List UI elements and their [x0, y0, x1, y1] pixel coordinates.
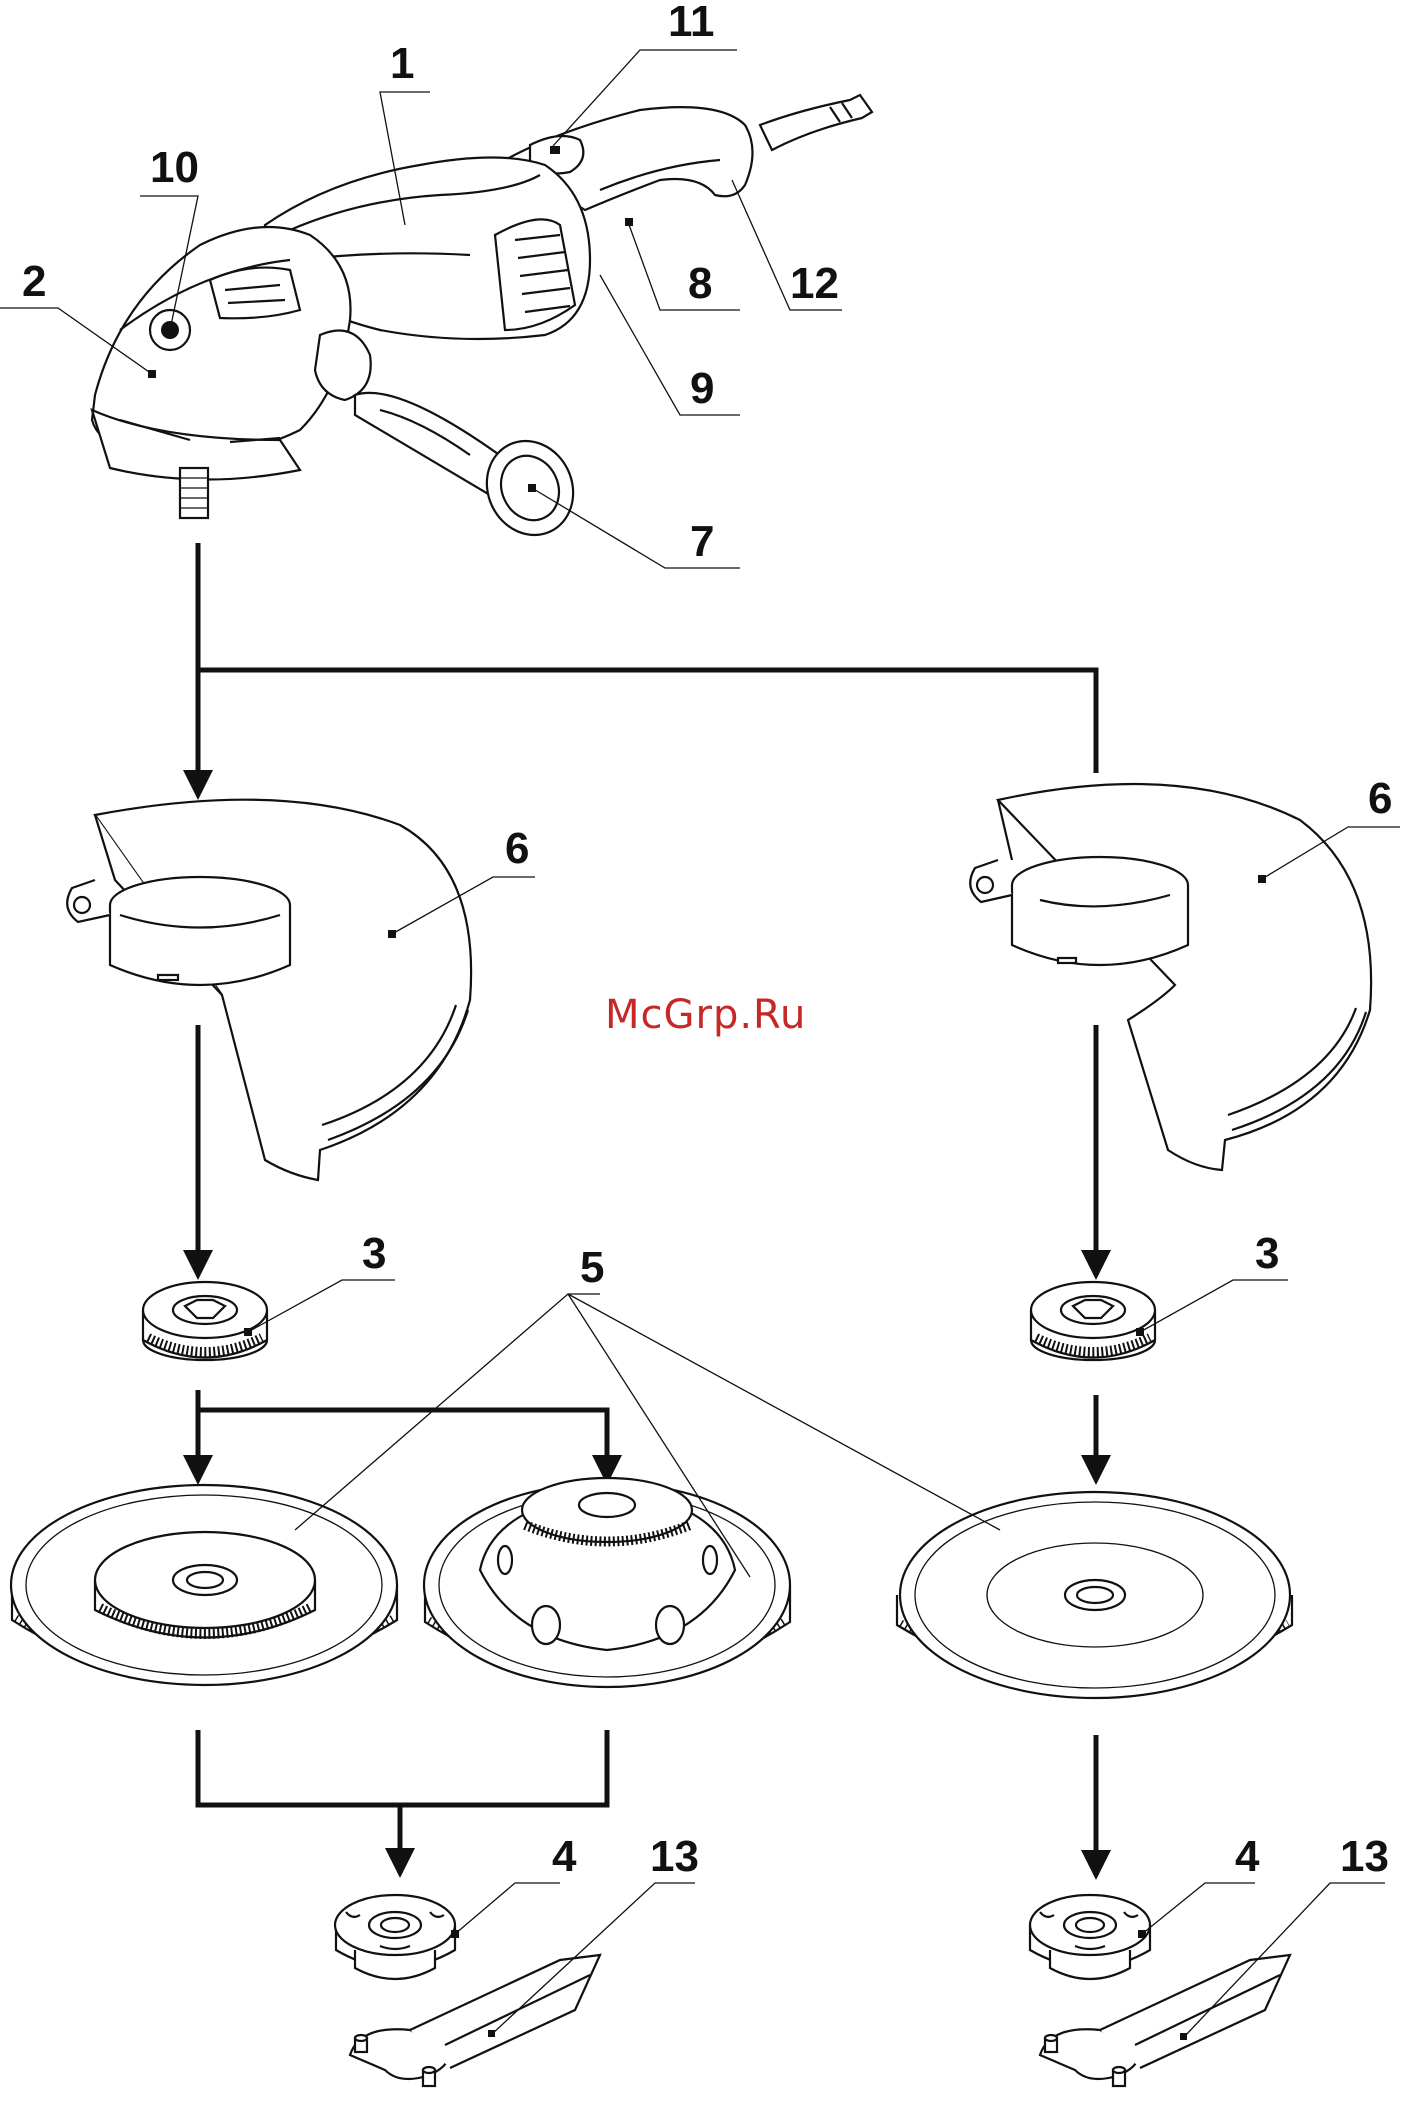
callout-3-left: 3: [362, 1229, 386, 1278]
wheel-guard-left: [67, 800, 471, 1180]
flange-nut-right: [1031, 1282, 1155, 1360]
disc-flat-right: [897, 1492, 1292, 1698]
callout-4-left: 4: [552, 1832, 577, 1881]
wheel-guard-right: [970, 784, 1371, 1170]
callout-5: 5: [580, 1243, 604, 1292]
flange-nut-left: [143, 1282, 267, 1360]
disc-hub-left: [11, 1485, 397, 1685]
inner-flange-right: [1030, 1895, 1150, 1979]
callout-12: 12: [790, 259, 839, 308]
vent-slots: [495, 219, 575, 330]
callout-2: 2: [22, 257, 46, 306]
callout-13-left: 13: [650, 1832, 699, 1881]
callout-13-right: 13: [1340, 1832, 1389, 1881]
callout-3-right: 3: [1255, 1229, 1279, 1278]
watermark: McGrp.Ru: [605, 992, 806, 1038]
callout-6-right: 6: [1368, 774, 1392, 823]
callout-9: 9: [690, 364, 714, 413]
callout-1: 1: [390, 39, 414, 88]
disc-cup-center: [424, 1478, 790, 1687]
inner-flange-left: [335, 1895, 459, 1979]
spindle: [180, 468, 208, 518]
callout-4-right: 4: [1235, 1832, 1260, 1881]
callout-7: 7: [690, 517, 714, 566]
angle-grinder: [92, 95, 872, 549]
callout-6-left: 6: [505, 824, 529, 873]
power-cord: [760, 95, 872, 150]
callout-8: 8: [688, 259, 712, 308]
callout-10: 10: [150, 143, 199, 192]
callout-11: 11: [668, 0, 715, 46]
side-handle: [315, 331, 588, 550]
